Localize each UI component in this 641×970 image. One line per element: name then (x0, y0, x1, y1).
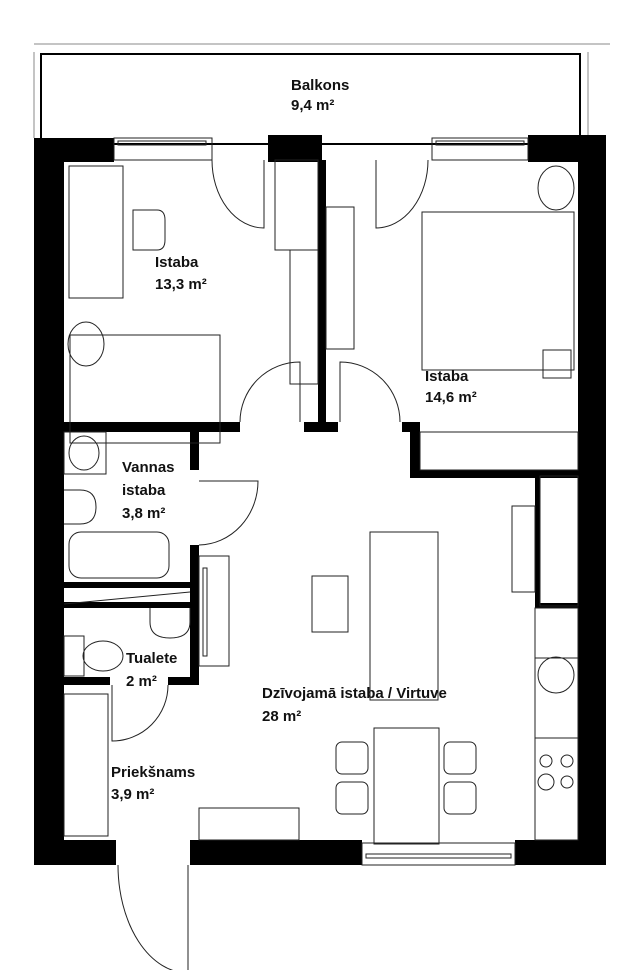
walls (34, 135, 606, 865)
room-label-bathroom: Vannas istaba 3,8 m² (122, 459, 175, 522)
room-area: 13,3 m² (155, 276, 207, 293)
furniture (63, 159, 579, 845)
room-name-line2: istaba (122, 482, 166, 499)
room-name: Istaba (155, 254, 199, 271)
balcony (33, 43, 610, 145)
room-area: 3,8 m² (122, 505, 165, 522)
room-label-balcony: Balkons 9,4 m² (291, 77, 349, 114)
doors (111, 159, 429, 970)
room-name: Istaba (425, 368, 469, 385)
room-label-hallway: Priekšnams 3,9 m² (111, 764, 195, 803)
room-area: 9,4 m² (291, 97, 334, 114)
room-area: 14,6 m² (425, 389, 477, 406)
room-label-bedroom-1: Istaba 13,3 m² (155, 254, 207, 293)
room-name-line1: Vannas (122, 459, 175, 476)
room-label-bedroom-2: Istaba 14,6 m² (425, 368, 477, 406)
room-area: 3,9 m² (111, 786, 154, 803)
room-name: Tualete (126, 650, 177, 667)
room-name: Priekšnams (111, 764, 195, 781)
room-label-living: Dzīvojamā istaba / Virtuve 28 m² (262, 685, 447, 725)
room-area: 28 m² (262, 708, 301, 725)
room-label-toilet: Tualete 2 m² (126, 650, 177, 690)
room-name: Dzīvojamā istaba / Virtuve (262, 685, 447, 702)
room-name: Balkons (291, 77, 349, 94)
windows (113, 137, 529, 866)
room-area: 2 m² (126, 673, 157, 690)
